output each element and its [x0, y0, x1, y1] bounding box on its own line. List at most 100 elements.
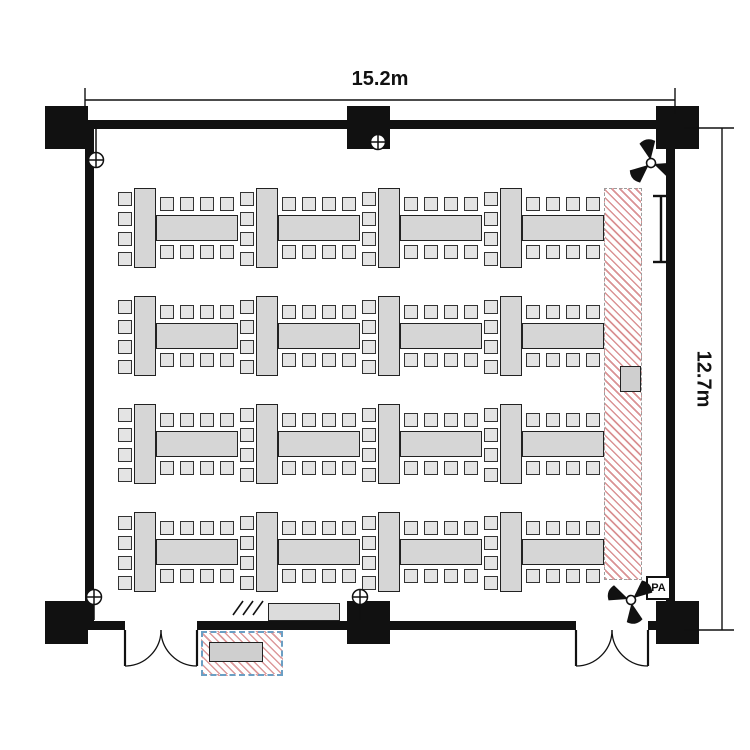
- chair: [200, 413, 214, 427]
- chair: [322, 305, 336, 319]
- chair: [342, 569, 356, 583]
- chair: [180, 305, 194, 319]
- chair: [282, 197, 296, 211]
- chair: [160, 197, 174, 211]
- chair: [240, 360, 254, 374]
- chair: [464, 353, 478, 367]
- chair: [484, 408, 498, 422]
- chair: [546, 353, 560, 367]
- chair: [362, 232, 376, 246]
- chair: [118, 516, 132, 530]
- seating-island: [484, 186, 604, 270]
- chair: [464, 521, 478, 535]
- chair: [200, 569, 214, 583]
- chair: [484, 340, 498, 354]
- chair: [362, 556, 376, 570]
- chair: [586, 521, 600, 535]
- chair: [342, 197, 356, 211]
- long-table: [400, 539, 482, 565]
- long-table: [278, 215, 360, 241]
- chair: [464, 413, 478, 427]
- chair: [118, 300, 132, 314]
- chair: [424, 305, 438, 319]
- chair: [240, 252, 254, 266]
- chair: [240, 448, 254, 462]
- chair: [586, 413, 600, 427]
- chair: [566, 245, 580, 259]
- head-table: [134, 404, 156, 484]
- seating-island: [484, 294, 604, 378]
- chair: [362, 360, 376, 374]
- chair: [160, 245, 174, 259]
- chair: [526, 569, 540, 583]
- head-table: [500, 404, 522, 484]
- long-table: [522, 215, 604, 241]
- chair: [362, 428, 376, 442]
- chair: [444, 413, 458, 427]
- seating-island: [118, 294, 238, 378]
- chair: [282, 569, 296, 583]
- chair: [484, 536, 498, 550]
- wall-right: [666, 120, 675, 630]
- chair: [484, 448, 498, 462]
- chair: [220, 413, 234, 427]
- chair: [200, 521, 214, 535]
- long-table: [278, 539, 360, 565]
- chair: [282, 413, 296, 427]
- column-bottom-middle: [347, 601, 390, 644]
- chair: [484, 232, 498, 246]
- chair: [546, 305, 560, 319]
- chair: [566, 413, 580, 427]
- column-top-middle: [347, 106, 390, 149]
- chair: [118, 408, 132, 422]
- chair: [404, 305, 418, 319]
- equipment-cart-table: [209, 642, 263, 662]
- long-table: [156, 431, 238, 457]
- chair: [526, 353, 540, 367]
- chair: [526, 461, 540, 475]
- chair: [220, 245, 234, 259]
- chair: [240, 212, 254, 226]
- long-table: [522, 431, 604, 457]
- chair: [444, 197, 458, 211]
- chair: [180, 461, 194, 475]
- head-table: [500, 188, 522, 268]
- chair: [342, 305, 356, 319]
- chair: [322, 413, 336, 427]
- chair: [546, 245, 560, 259]
- chair: [484, 360, 498, 374]
- chair: [586, 305, 600, 319]
- chair: [484, 556, 498, 570]
- column-bottom-right: [656, 601, 699, 644]
- chair: [362, 468, 376, 482]
- chair: [180, 569, 194, 583]
- long-table: [400, 215, 482, 241]
- chair: [566, 569, 580, 583]
- head-table: [134, 296, 156, 376]
- chair: [444, 353, 458, 367]
- chair: [362, 192, 376, 206]
- chair: [444, 461, 458, 475]
- chair: [118, 340, 132, 354]
- head-table: [256, 404, 278, 484]
- chair: [404, 569, 418, 583]
- long-table: [400, 431, 482, 457]
- head-table: [500, 512, 522, 592]
- chair: [200, 461, 214, 475]
- chair: [464, 197, 478, 211]
- chair: [424, 353, 438, 367]
- chair: [220, 353, 234, 367]
- chair: [302, 461, 316, 475]
- chair: [566, 521, 580, 535]
- chair: [404, 461, 418, 475]
- wall-left: [85, 120, 94, 630]
- seating-island: [362, 402, 482, 486]
- chair: [240, 408, 254, 422]
- chair: [342, 461, 356, 475]
- seating-island: [118, 186, 238, 270]
- chair: [362, 448, 376, 462]
- head-table: [378, 296, 400, 376]
- chair: [118, 212, 132, 226]
- chair: [342, 353, 356, 367]
- dimension-width-label: 15.2m: [351, 68, 409, 90]
